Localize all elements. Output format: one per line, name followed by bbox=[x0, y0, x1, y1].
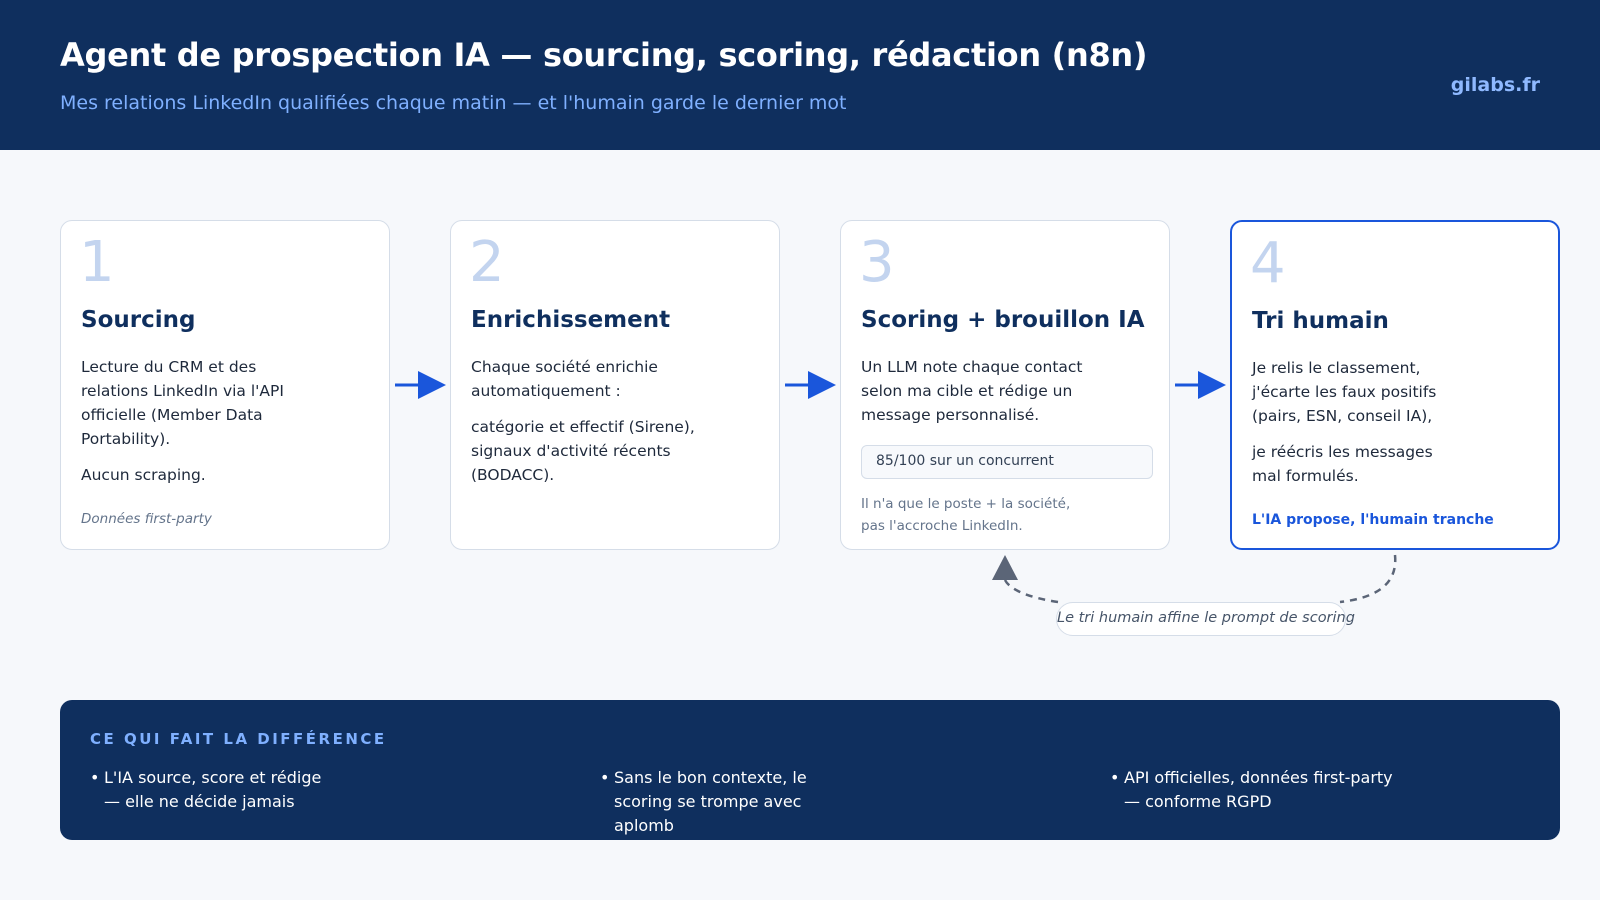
step-number: 4 bbox=[1250, 231, 1286, 296]
step-description: Lecture du CRM et des relations LinkedIn… bbox=[81, 355, 373, 499]
step-number: 3 bbox=[859, 230, 895, 295]
arrow-up-icon bbox=[992, 555, 1018, 580]
page-title: Agent de prospection IA — sourcing, scor… bbox=[60, 36, 1148, 74]
step-card-sourcing: 1 Sourcing Lecture du CRM et des relatio… bbox=[60, 220, 390, 550]
step-title: Enrichissement bbox=[471, 307, 671, 333]
step-description: Chaque société enrichie automatiquement … bbox=[471, 355, 763, 499]
arrow-right-icon bbox=[1175, 371, 1226, 399]
step-accent: L'IA propose, l'humain tranche bbox=[1252, 512, 1494, 528]
step-paragraph: Je relis le classement, j'écarte les fau… bbox=[1252, 359, 1437, 425]
feedback-loop-label: Le tri humain affine le prompt de scorin… bbox=[1056, 602, 1355, 636]
step-paragraph: Lecture du CRM et des relations LinkedIn… bbox=[81, 358, 284, 448]
step-note: Données first-party bbox=[81, 511, 212, 527]
step-card-scoring: 3 Scoring + brouillon IA Un LLM note cha… bbox=[840, 220, 1170, 550]
arrow-right-icon bbox=[785, 371, 836, 399]
page-subtitle: Mes relations LinkedIn qualifiées chaque… bbox=[60, 92, 847, 114]
step-number: 1 bbox=[79, 230, 115, 295]
header: Agent de prospection IA — sourcing, scor… bbox=[0, 0, 1600, 150]
brand-link[interactable]: gilabs.fr bbox=[1450, 74, 1540, 96]
step-paragraph: Aucun scraping. bbox=[81, 466, 206, 484]
step-title: Sourcing bbox=[81, 307, 196, 333]
step-paragraph: catégorie et effectif (Sirene), signaux … bbox=[471, 418, 695, 484]
footer-point: • L'IA source, score et rédige — elle ne… bbox=[90, 768, 322, 811]
step-description: Un LLM note chaque contact selon ma cibl… bbox=[861, 355, 1153, 439]
bullet-icon: • bbox=[90, 768, 100, 787]
step-card-enrichissement: 2 Enrichissement Chaque société enrichie… bbox=[450, 220, 780, 550]
footer-panel: CE QUI FAIT LA DIFFÉRENCE • L'IA source,… bbox=[60, 700, 1560, 840]
step-paragraph: Chaque société enrichie automatiquement … bbox=[471, 358, 658, 400]
footer-point: • API officielles, données first-party —… bbox=[1110, 768, 1393, 811]
step-description: Je relis le classement, j'écarte les fau… bbox=[1252, 356, 1544, 500]
score-example-badge: 85/100 sur un concurrent bbox=[861, 445, 1153, 479]
footer-heading: CE QUI FAIT LA DIFFÉRENCE bbox=[90, 730, 387, 748]
bullet-icon: • bbox=[600, 768, 610, 787]
score-caption: Il n'a que le poste + la société, pas l'… bbox=[861, 496, 1071, 534]
step-title: Scoring + brouillon IA bbox=[861, 307, 1145, 333]
step-paragraph: Un LLM note chaque contact selon ma cibl… bbox=[861, 358, 1083, 424]
arrow-right-icon bbox=[395, 371, 446, 399]
feedback-loop-arrow bbox=[992, 554, 1397, 604]
step-title: Tri humain bbox=[1252, 308, 1389, 334]
step-paragraph: je réécris les messages mal formulés. bbox=[1252, 443, 1433, 485]
step-number: 2 bbox=[469, 230, 505, 295]
footer-point: • Sans le bon contexte, le scoring se tr… bbox=[600, 768, 807, 835]
bullet-icon: • bbox=[1110, 768, 1120, 787]
step-card-tri-humain: 4 Tri humain Je relis le classement, j'é… bbox=[1230, 220, 1560, 550]
